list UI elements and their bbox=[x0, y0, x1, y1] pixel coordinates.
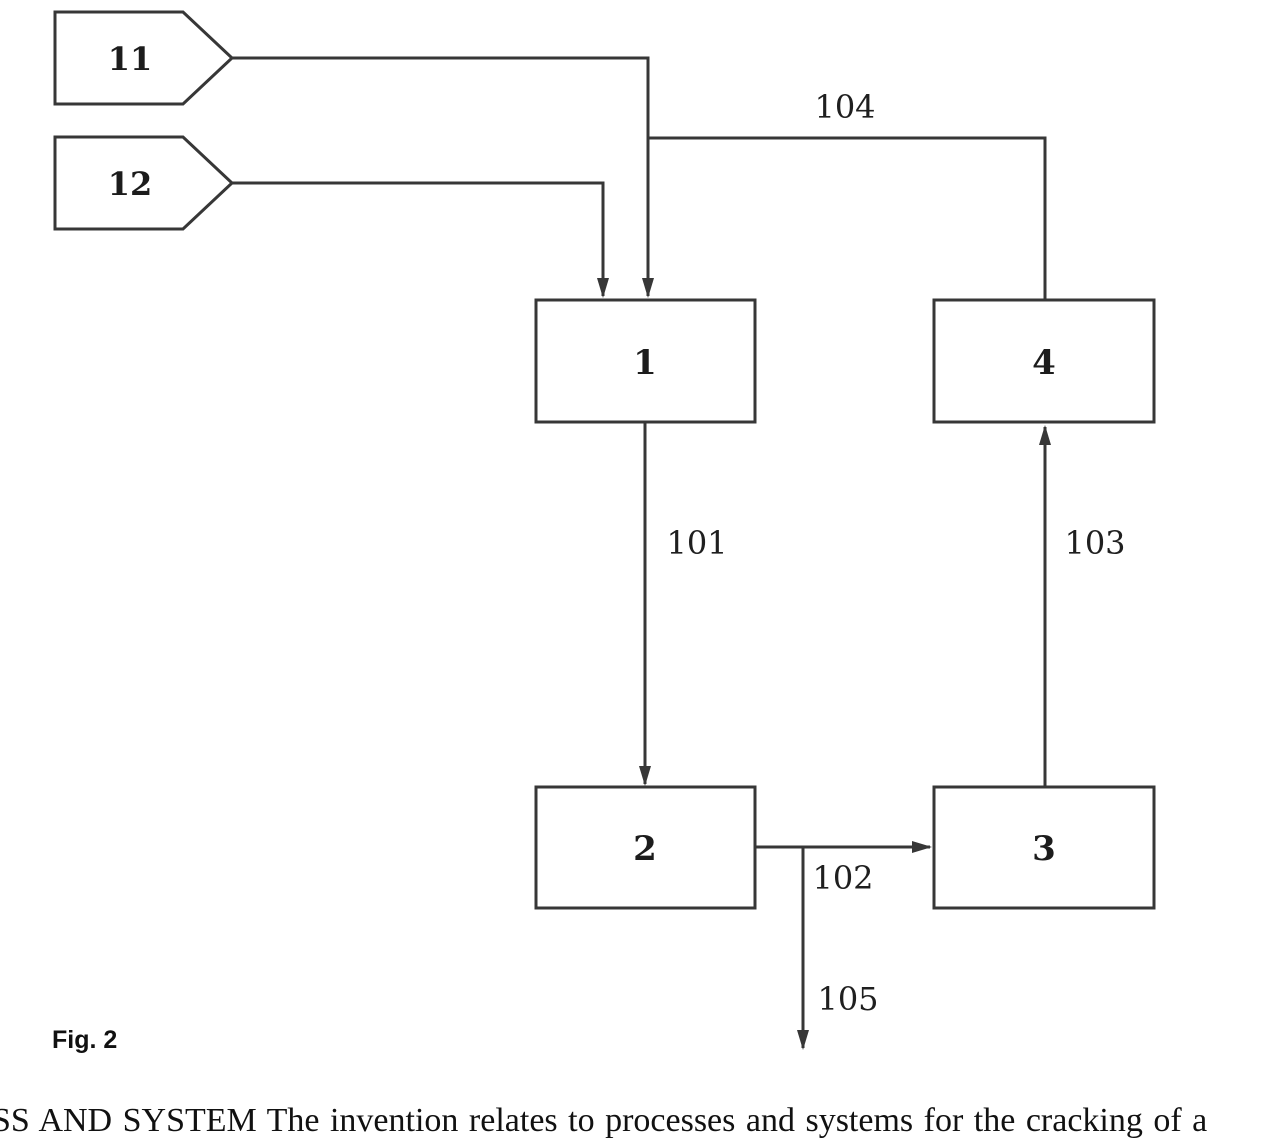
stream-label-101: 101 bbox=[666, 524, 727, 562]
box-1-label: 1 bbox=[633, 343, 657, 383]
box-1 bbox=[534, 298, 757, 424]
stream-label-103: 103 bbox=[1064, 524, 1125, 562]
connector-input-12-to-box-1 bbox=[232, 181, 609, 298]
input-tag-11-label: 11 bbox=[108, 40, 153, 78]
stream-label-102: 102 bbox=[812, 859, 873, 897]
stream-label-104: 104 bbox=[814, 88, 875, 126]
box-3 bbox=[932, 785, 1156, 910]
stream-label-105: 105 bbox=[817, 980, 878, 1018]
clipped-description-text: SS AND SYSTEM The invention relates to p… bbox=[0, 1102, 1208, 1139]
figure-caption: Fig. 2 bbox=[52, 1026, 118, 1054]
box-2 bbox=[534, 785, 757, 910]
box-3-label: 3 bbox=[1032, 829, 1056, 869]
connector-input-11-to-box-1 bbox=[232, 56, 654, 298]
box-4 bbox=[932, 298, 1156, 424]
input-tag-12 bbox=[53, 135, 235, 231]
box-4-label: 4 bbox=[1032, 343, 1056, 383]
connector-stream-104-to-box-4 bbox=[648, 136, 1047, 300]
input-tag-11 bbox=[53, 10, 235, 106]
input-tag-12-label: 12 bbox=[108, 165, 153, 203]
box-2-label: 2 bbox=[633, 829, 657, 869]
